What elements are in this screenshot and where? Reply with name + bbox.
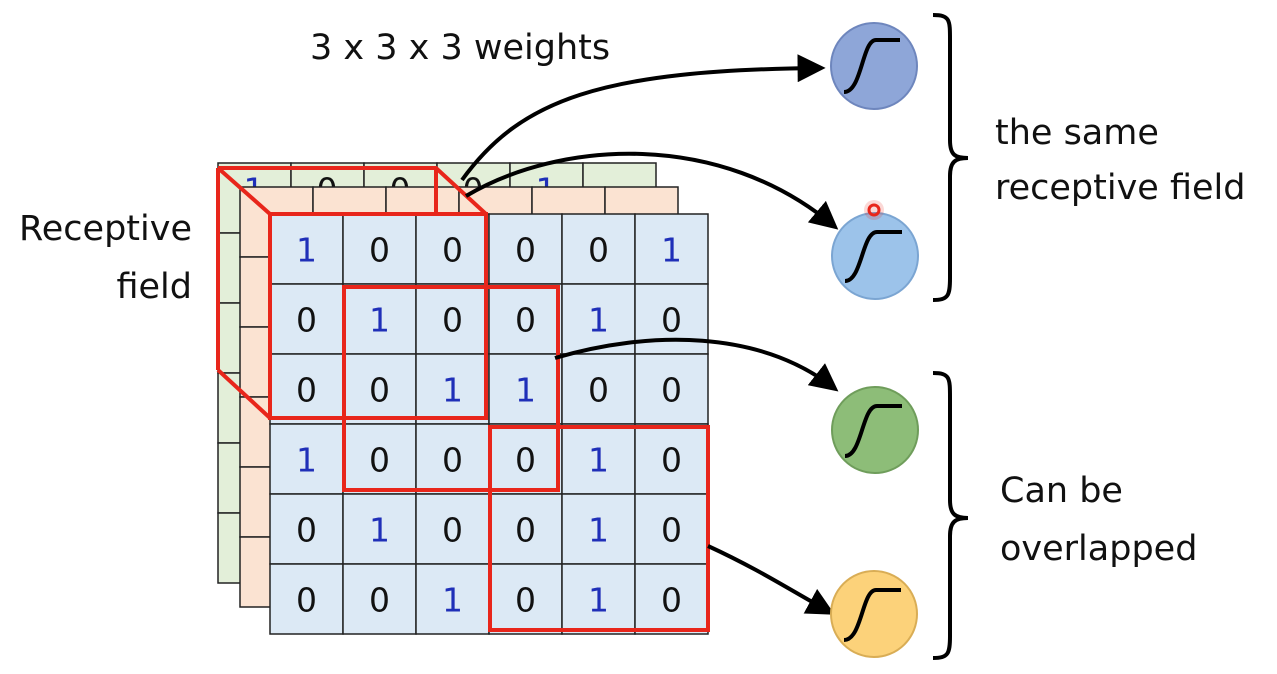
receptive-field-highlights: [216, 166, 710, 632]
grid-cell-value: 0: [296, 581, 317, 620]
grid-cell-value: 1: [588, 441, 609, 480]
arrow-to-neuron-blue-light: [464, 151, 839, 230]
braces: [932, 13, 969, 660]
grid-cell-value: 1: [442, 581, 463, 620]
grid-cell: [488, 493, 563, 565]
input-channel-front-grid: 1 0 0 0 0 1 0 1 0 0 1 0 0 0 1 1 0 0 1 0 0 0 1 0 0 1 0 0 1 0 0 0 1 0 1 0: [269, 213, 709, 635]
grid-cell: [634, 353, 709, 425]
grid-cell: [488, 423, 563, 495]
weights-label: 3 x 3 x 3 weights: [310, 28, 611, 68]
receptive-field-top-left: [268, 212, 488, 420]
grid-cell-value: 1: [296, 441, 317, 480]
receptive-field-label-line-1: Receptive: [19, 209, 192, 249]
same-receptive-field-label: the same receptive field: [995, 106, 1246, 216]
grid-cell-value: 0: [369, 581, 390, 620]
connection-arrows: [460, 54, 839, 615]
grid-cell-value: 1: [588, 511, 609, 550]
grid-cell-value: 0: [515, 301, 536, 340]
grid-cell-value: 0: [369, 371, 390, 410]
overlap-label-line-2: overlapped: [1000, 529, 1198, 569]
grid-cell: [561, 353, 636, 425]
grid-cell: [269, 423, 344, 495]
same-field-label-line-2: receptive field: [995, 168, 1246, 208]
neuron-blue-dark: [830, 22, 918, 110]
sigmoid-icon: [843, 588, 901, 642]
grid-cell-value: 0: [442, 301, 463, 340]
grid-cell: [634, 493, 709, 565]
grid-cell-value: 0: [661, 581, 682, 620]
grid-cell: [269, 563, 344, 635]
brace-overlap: [932, 371, 969, 660]
receptive-field-cube-bottom-left-diag: [216, 368, 272, 420]
grid-cell-value: 0: [515, 581, 536, 620]
grid-cell-value: 0: [442, 441, 463, 480]
grid-cell-value: 1: [369, 511, 390, 550]
receptive-field-bottom-right: [488, 425, 710, 632]
grid-cell: [561, 493, 636, 565]
grid-cell-value: 0: [296, 301, 317, 340]
grid-cell: [269, 493, 344, 565]
grid-cell-value: 1: [442, 371, 463, 410]
grid-cell: [269, 353, 344, 425]
grid-cell-value: 0: [369, 441, 390, 480]
grid-cell: [342, 563, 417, 635]
grid-cell-value: 0: [442, 231, 463, 270]
receptive-field-middle: [342, 285, 560, 492]
grid-cell-value: 1: [588, 581, 609, 620]
receptive-field-label-line-2: field: [116, 267, 192, 307]
grid-cell-value: 0: [661, 301, 682, 340]
grid-cell: [415, 493, 490, 565]
grid-cell: [561, 563, 636, 635]
grid-cell: [415, 423, 490, 495]
grid-cell-value: 1: [588, 301, 609, 340]
grid-cell: [269, 213, 344, 285]
grid-cell: [634, 213, 709, 285]
grid-cell: [561, 213, 636, 285]
grid-cell-value: 0: [515, 231, 536, 270]
sigmoid-icon: [844, 230, 902, 283]
neuron-blue-light: [831, 200, 919, 300]
overlap-label-line-1: Can be: [1000, 471, 1123, 511]
neuron-yellow: [830, 570, 918, 658]
sigmoid-icon: [844, 404, 902, 458]
grid-cell: [415, 563, 490, 635]
arrow-to-neuron-green: [554, 337, 839, 392]
grid-cell: [269, 283, 344, 355]
output-neurons: [830, 22, 919, 658]
grid-cell-value: 0: [369, 231, 390, 270]
grid-cell-value: 0: [515, 511, 536, 550]
grid-cell-value: 0: [588, 371, 609, 410]
grid-cell-value: 0: [515, 441, 536, 480]
grid-cell: [342, 353, 417, 425]
grid-cell-value: 0: [588, 231, 609, 270]
grid-cell-value: 0: [296, 511, 317, 550]
grid-cell-value: 0: [661, 441, 682, 480]
grid-cell-value: 0: [296, 371, 317, 410]
overlap-label: Can be overlapped: [1000, 462, 1197, 578]
receptive-field-cube-top-left-diag: [216, 166, 272, 216]
grid-cell-value: 1: [661, 231, 682, 270]
grid-cell-value: 1: [296, 231, 317, 270]
sigmoid-icon: [843, 38, 900, 94]
grid-cell-value: 0: [442, 511, 463, 550]
grid-cell-value: 1: [369, 301, 390, 340]
grid-cell: [342, 423, 417, 495]
arrow-to-neuron-blue-dark: [460, 54, 826, 182]
neuron-green: [831, 386, 919, 474]
grid-cell-value: 1: [515, 371, 536, 410]
same-field-label-line-1: the same: [995, 113, 1159, 153]
grid-cell-value: 0: [661, 371, 682, 410]
arrow-to-neuron-yellow: [707, 544, 835, 615]
grid-cell-value: 0: [661, 511, 682, 550]
receptive-field-label: Receptive field: [8, 200, 192, 316]
cursor-dot-icon: [867, 203, 881, 217]
brace-same-field: [932, 13, 969, 302]
